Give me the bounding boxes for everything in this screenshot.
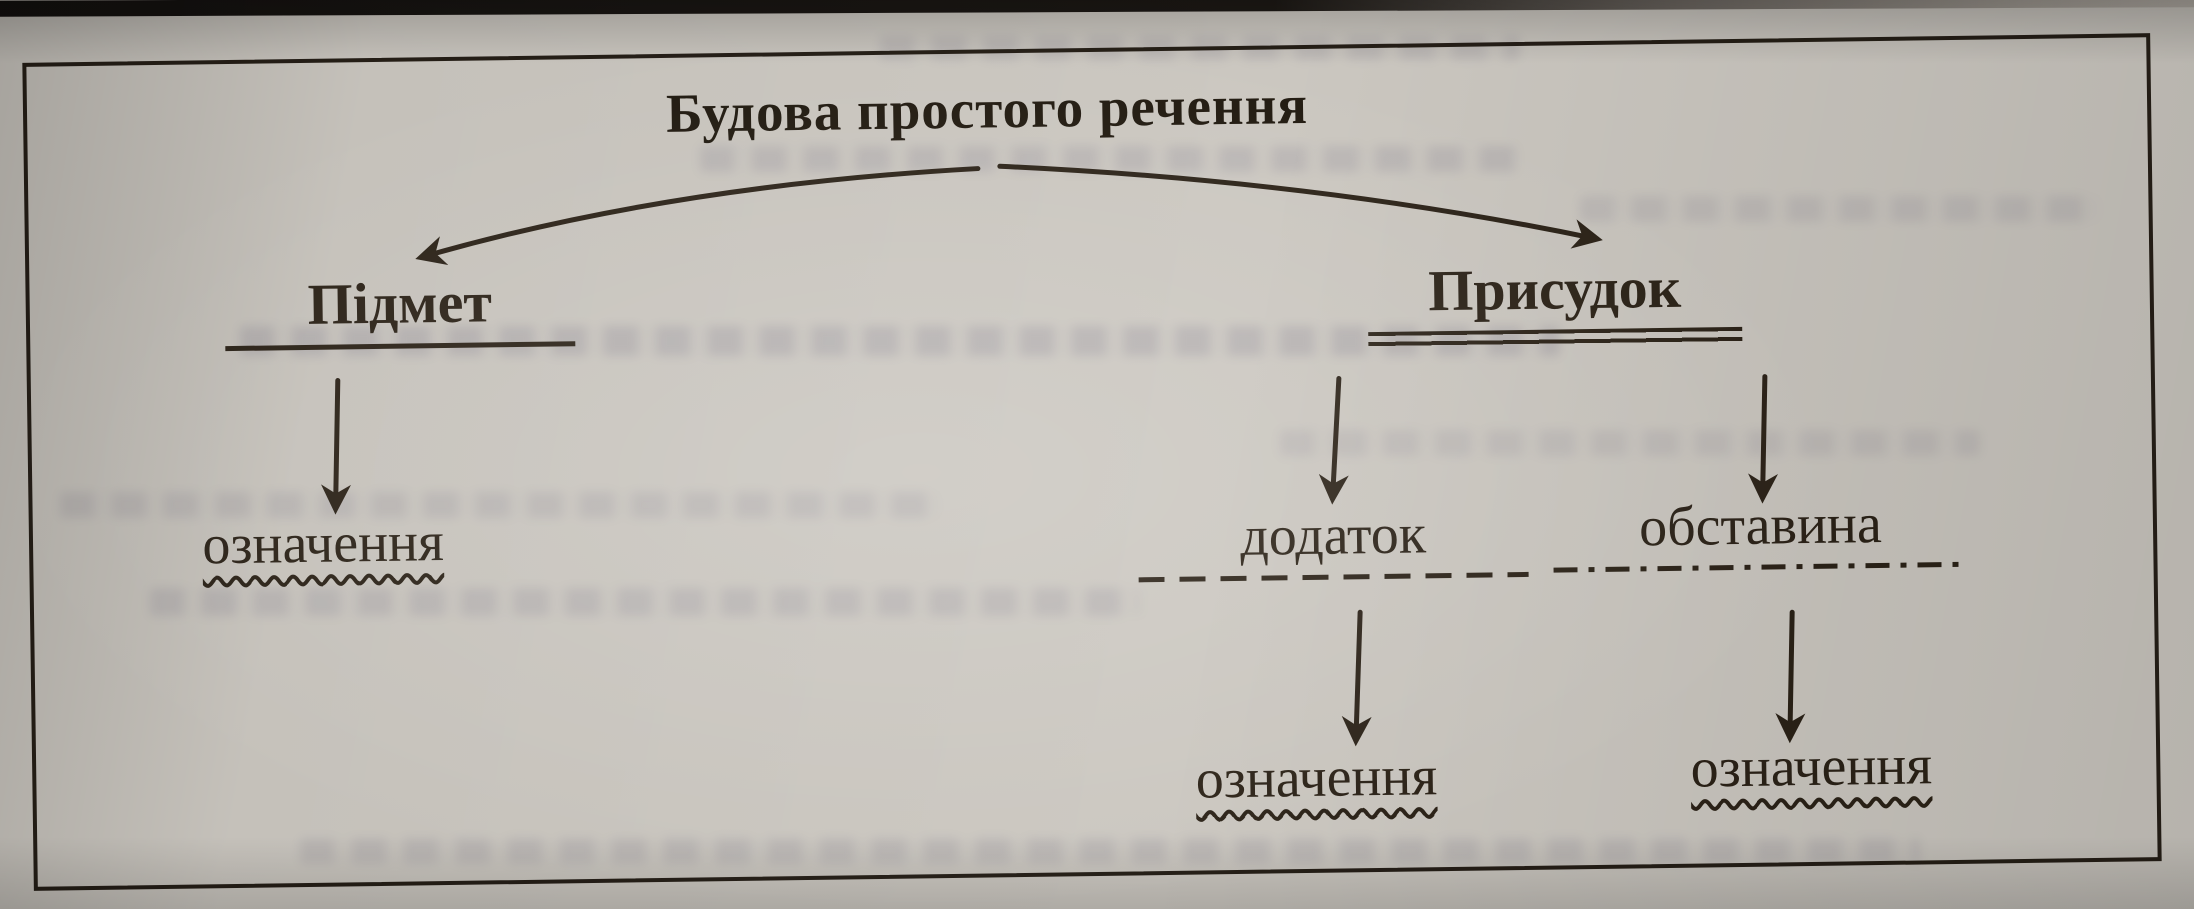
arrow-prysudok-to-dodatok bbox=[1318, 376, 1349, 505]
page-top-shadow-edge bbox=[0, 0, 2194, 17]
connector-arrows bbox=[320, 163, 1806, 747]
arrow-prysudok-to-obstavyna bbox=[1748, 374, 1779, 504]
arrow-pidmet-to-oznachennia bbox=[320, 378, 351, 515]
diagram-frame: Будова простого речення Підмет bbox=[22, 33, 2162, 891]
arrow-dodatok-to-oznachennia bbox=[1341, 609, 1372, 747]
arrow-title-to-prysudok bbox=[997, 163, 1603, 249]
arrow-obstavyna-to-oznachennia bbox=[1775, 609, 1806, 744]
arrow-title-to-pidmet bbox=[415, 166, 981, 266]
